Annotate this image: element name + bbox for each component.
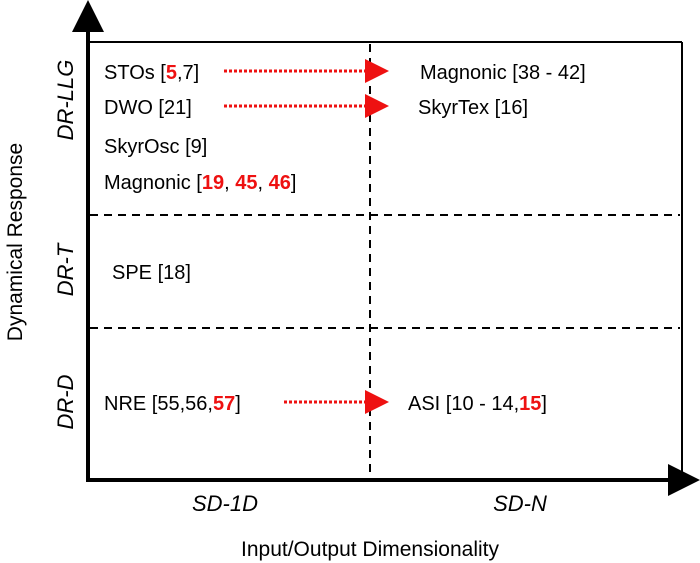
item-nre: NRE [55,56,57]: [104, 393, 241, 415]
item-magnonic-n: Magnonic [38 - 42]: [420, 62, 586, 84]
y-category-dr-llg: DR-LLG: [53, 60, 78, 141]
item-dwo: DWO [21]: [104, 97, 192, 119]
item-skyrosc: SkyrOsc [9]: [104, 136, 207, 158]
y-category-dr-d: DR-D: [53, 374, 78, 429]
item-skyrtex: SkyrTex [16]: [418, 97, 528, 119]
x-axis-title: Input/Output Dimensionality: [241, 538, 499, 561]
item-stos: STOs [5,7]: [104, 62, 199, 84]
item-spe: SPE [18]: [112, 262, 191, 284]
x-category-sd-1d: SD-1D: [192, 491, 258, 516]
y-category-dr-t: DR-T: [53, 242, 78, 296]
y-axis-title: Dynamical Response: [4, 143, 27, 341]
item-magnonic-1d: Magnonic [19, 45, 46]: [104, 172, 296, 194]
item-asi: ASI [10 - 14,15]: [408, 393, 547, 415]
x-category-sd-n: SD-N: [493, 491, 547, 516]
